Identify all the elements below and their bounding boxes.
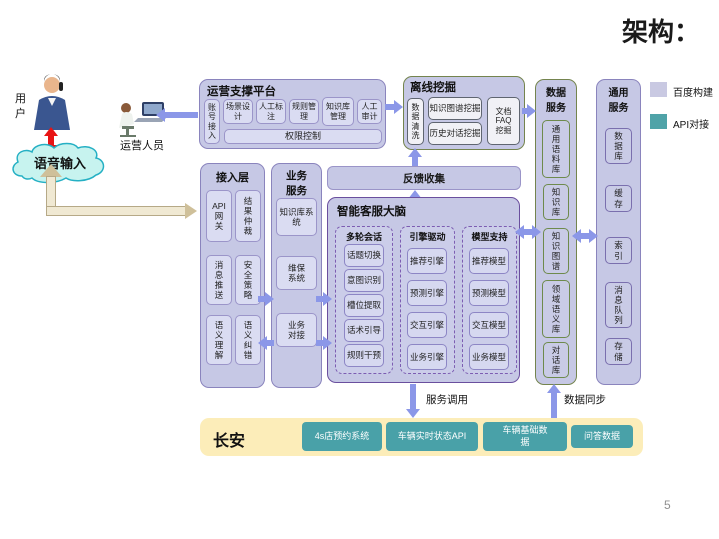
data-service-title: 数据 服务: [546, 88, 566, 114]
chip-business-integration: 业务对接: [276, 313, 317, 347]
arrow-feedback-to-mining: [408, 148, 422, 166]
chip-qa-data: 问答数据: [571, 425, 633, 448]
chip-rule-management: 规则管理: [289, 99, 319, 124]
arrow-mining-to-data: [522, 104, 536, 118]
ops-platform-title: 运营支撑平台: [207, 86, 276, 98]
access-layer-title: 接入层: [216, 172, 249, 184]
chip-predict-model: 预测模型: [469, 280, 509, 306]
chip-cache: 缓 存: [605, 185, 632, 212]
offline-mining-title: 离线挖掘: [410, 82, 456, 94]
chip-kb-system: 知识库系统: [276, 198, 317, 236]
arrow-brain-data-double: [515, 225, 541, 239]
chip-api-gateway: API 网 关: [206, 190, 232, 242]
chip-intent-recognition: 意图识别: [344, 269, 384, 292]
legend-label-baidu: 百度构建: [673, 88, 713, 99]
arrow-business-to-brain-bottom: [316, 336, 332, 350]
chip-message-push: 消 息 推 送: [206, 255, 232, 305]
chip-kb-management: 知识库管理: [322, 97, 354, 126]
business-service-title: 业务 服务: [286, 170, 307, 197]
legend-swatch-baidu: [650, 82, 667, 97]
chip-semantic-correction: 语 义 纠 错: [235, 315, 261, 365]
chip-manual-audit: 人工审计: [357, 99, 382, 124]
chip-account-access: 账 号 接 入: [204, 99, 220, 144]
arrow-data-general-double: [572, 229, 598, 243]
chip-interaction-engine: 交互引擎: [407, 312, 447, 338]
chip-business-model: 业务模型: [469, 344, 509, 370]
arrow-business-to-access-bottom: [258, 336, 274, 350]
chip-index: 索 引: [605, 237, 632, 264]
changan-label: 长安: [213, 433, 246, 450]
arrow-business-to-brain-top: [316, 292, 332, 306]
chip-manual-annotation: 人工标注: [256, 99, 286, 124]
user-label: 用户: [15, 93, 26, 120]
chip-recommend-engine: 推荐引擎: [407, 248, 447, 274]
page-title: 架构：: [622, 17, 701, 47]
chip-knowledge-base: 知 识 库: [543, 184, 569, 220]
data-sync-label: 数据同步: [564, 394, 606, 406]
legend-swatch-api: [650, 114, 667, 129]
arrow-access-to-business-top: [258, 292, 274, 306]
chip-scene-design: 场景设计: [223, 99, 253, 124]
arrow-data-sync: [547, 384, 561, 418]
chip-kg-mining: 知识图谱挖掘: [428, 97, 482, 120]
chip-script-guidance: 话术引导: [344, 319, 384, 342]
chip-history-mining: 历史对话挖掘: [428, 122, 482, 145]
brain-group-multiturn-label: 多轮会话: [345, 232, 382, 242]
chip-recommend-model: 推荐模型: [469, 248, 509, 274]
chip-semantic-understanding: 语 义 理 解: [206, 315, 232, 365]
operator-clipart-icon: [119, 102, 166, 137]
chip-rule-intervention: 规则干预: [344, 344, 384, 367]
chip-general-corpus: 通 用 语 料 库: [542, 120, 570, 178]
arrow-service-call: [406, 384, 420, 418]
arrow-ops-to-operator: [156, 108, 198, 122]
chip-predict-engine: 预测引擎: [407, 280, 447, 306]
legend-label-api: API对接: [673, 120, 710, 131]
operator-label: 运营人员: [120, 140, 164, 152]
chip-interaction-model: 交互模型: [469, 312, 509, 338]
chip-doc-faq-mining: 文档 FAQ 挖掘: [487, 97, 520, 145]
user-clipart-icon: [34, 74, 70, 130]
chip-business-engine: 业务引擎: [407, 344, 447, 370]
chip-maintenance-system: 维保系统: [276, 256, 317, 290]
chip-topic-switch: 话题切换: [344, 244, 384, 267]
chip-message-queue: 消 息 队 列: [605, 282, 632, 328]
arrow-ops-to-mining: [385, 100, 403, 114]
brain-group-model-label: 模型支持: [471, 232, 508, 242]
chip-vehicle-status-api: 车辆实时状态API: [386, 422, 478, 451]
chip-permission-control: 权限控制: [224, 129, 382, 144]
chip-slot-extraction: 槽位提取: [344, 294, 384, 317]
chip-result-arbitration: 结 果 仲 裁: [235, 190, 261, 242]
service-call-label: 服务调用: [426, 394, 468, 406]
chip-dialogue-lib: 对 话 库: [543, 342, 569, 378]
chip-storage: 存 储: [605, 338, 632, 365]
general-service-title: 通用 服务: [608, 88, 629, 114]
chip-data-cleaning: 数 据 清 洗: [407, 98, 424, 145]
chip-knowledge-graph: 知 识 图 谱: [543, 228, 569, 274]
chip-domain-semantic-lib: 领 域 语 义 库: [542, 280, 570, 338]
chip-4s-reservation: 4s店预约系统: [302, 422, 382, 451]
brain-group-engine-label: 引擎驱动: [409, 232, 446, 242]
chip-database: 数 据 库: [605, 128, 632, 164]
feedback-collection-bar: 反馈收集: [327, 166, 521, 190]
chip-vehicle-base-data: 车辆基础数据: [483, 422, 567, 451]
page-number: 5: [664, 498, 671, 512]
brain-title: 智能客服大脑: [337, 206, 406, 218]
chip-security-policy: 安 全 策 略: [235, 255, 261, 305]
